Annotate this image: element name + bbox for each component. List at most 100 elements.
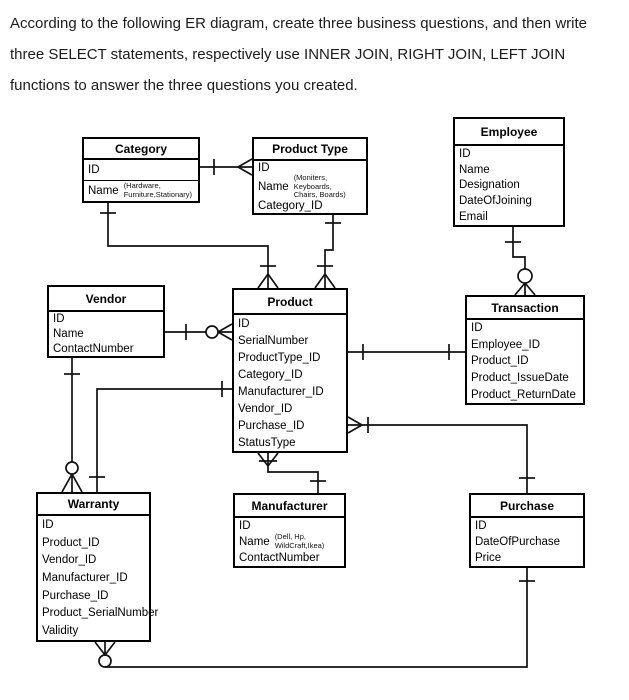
field-SerialNumber: SerialNumber bbox=[234, 332, 346, 349]
field-Email: Email bbox=[455, 209, 563, 225]
field-Employee_ID: Employee_ID bbox=[467, 337, 583, 354]
connector-category-producttype bbox=[200, 158, 253, 176]
field-name: Name bbox=[258, 181, 289, 193]
connector-category-product bbox=[100, 203, 279, 289]
field-Name: Name (Moniters, Keyboards, Chairs, Boards… bbox=[254, 173, 366, 200]
entity-title-purchase: Purchase bbox=[471, 495, 583, 518]
field-name: ID bbox=[53, 313, 65, 326]
field-Name: Name (Hardware, Furniture,Stationary) bbox=[84, 181, 198, 201]
field-name: Employee_ID bbox=[471, 338, 541, 351]
field-ID: ID bbox=[254, 161, 366, 174]
connector-producttype-product bbox=[314, 215, 341, 289]
field-Manufacturer_ID: Manufacturer_ID bbox=[234, 383, 346, 400]
entity-title-product: Product bbox=[234, 290, 346, 315]
field-Product_ID: Product_ID bbox=[38, 534, 149, 552]
connector-purchase-warranty bbox=[94, 568, 535, 668]
field-name: Name bbox=[88, 185, 119, 197]
field-name: Validity bbox=[42, 625, 79, 638]
field-name: ID bbox=[42, 518, 54, 531]
field-name: ContactNumber bbox=[239, 552, 320, 565]
field-ID: ID bbox=[235, 518, 344, 533]
connector-employee-transaction bbox=[505, 227, 536, 296]
field-ContactNumber: ContactNumber bbox=[49, 341, 163, 356]
entity-fields: ID Employee_ID Product_ID Product_IssueDate… bbox=[467, 320, 583, 403]
field-Category_ID: Category_ID bbox=[254, 200, 366, 213]
field-note: (Moniters, Keyboards, Chairs, Boards) bbox=[293, 173, 346, 200]
connector-manufacturer-product bbox=[257, 452, 326, 493]
field-name: Product_ReturnDate bbox=[471, 388, 576, 401]
field-Purchase_ID: Purchase_ID bbox=[38, 587, 149, 605]
field-ID: ID bbox=[38, 516, 149, 534]
field-note: (Hardware, Furniture,Stationary) bbox=[123, 181, 193, 199]
field-Manufacturer_ID: Manufacturer_ID bbox=[38, 569, 149, 587]
field-name: Product_ID bbox=[471, 355, 529, 368]
field-Product_ReturnDate: Product_ReturnDate bbox=[467, 386, 583, 403]
field-name: Name bbox=[239, 536, 270, 548]
field-Product_SerialNumber: Product_SerialNumber bbox=[38, 605, 158, 623]
field-StatusType: StatusType bbox=[234, 434, 346, 451]
field-ContactNumber: ContactNumber bbox=[235, 551, 344, 566]
field-ID: ID bbox=[49, 312, 163, 327]
field-name: ID bbox=[471, 322, 483, 335]
field-name: ID bbox=[258, 161, 270, 174]
field-Designation: Designation bbox=[455, 178, 563, 194]
field-name: DateOfPurchase bbox=[475, 536, 561, 548]
field-DateOfJoining: DateOfJoining bbox=[455, 193, 563, 209]
field-note: (Dell, Hp, WildCraft,Ikea) bbox=[274, 532, 325, 550]
connector-product-warranty bbox=[89, 381, 232, 492]
field-name: Name bbox=[53, 328, 84, 340]
assignment-instruction-text: According to the following ER diagram, c… bbox=[10, 15, 587, 94]
field-Price: Price bbox=[471, 550, 583, 566]
field-ID: ID bbox=[471, 518, 583, 534]
field-Purchase_ID: Purchase_ID bbox=[234, 417, 346, 434]
field-name: Vendor_ID bbox=[238, 402, 293, 415]
field-name: StatusType bbox=[238, 436, 296, 449]
field-ID: ID bbox=[84, 160, 198, 181]
field-ID: ID bbox=[467, 320, 583, 337]
field-Product_ID: Product_ID bbox=[467, 353, 583, 370]
field-Vendor_ID: Vendor_ID bbox=[234, 400, 346, 417]
field-name: ID bbox=[475, 520, 487, 532]
field-name: Email bbox=[459, 211, 488, 224]
entity-title-employee: Employee bbox=[455, 119, 563, 146]
field-Name: Name (Dell, Hp, WildCraft,Ikea) bbox=[235, 532, 344, 550]
field-name: Manufacturer_ID bbox=[238, 385, 324, 398]
connector-purchase-product bbox=[347, 416, 535, 493]
field-DateOfPurchase: DateOfPurchase bbox=[471, 534, 583, 550]
entity-title-transaction: Transaction bbox=[467, 297, 583, 320]
field-name: ID bbox=[459, 147, 471, 160]
field-name: Purchase_ID bbox=[238, 419, 305, 432]
field-name: SerialNumber bbox=[238, 334, 309, 347]
connector-product-transaction bbox=[348, 344, 465, 360]
field-name: Manufacturer_ID bbox=[42, 572, 128, 585]
field-ID: ID bbox=[234, 315, 346, 332]
field-ID: ID bbox=[455, 146, 563, 162]
connector-vendor-warranty bbox=[61, 358, 83, 493]
field-name: Name bbox=[459, 163, 490, 176]
field-name: Category_ID bbox=[258, 200, 323, 213]
field-name: ID bbox=[239, 519, 251, 532]
entity-title-vendor: Vendor bbox=[49, 287, 163, 312]
field-name: Purchase_ID bbox=[42, 589, 109, 602]
field-Vendor_ID: Vendor_ID bbox=[38, 551, 149, 569]
entity-fields: ID Name (Hardware, Furniture,Stationary) bbox=[84, 160, 198, 201]
field-ProductType_ID: ProductType_ID bbox=[234, 349, 346, 366]
field-name: ProductType_ID bbox=[238, 351, 321, 364]
entity-fields: ID Name (Moniters, Keyboards, Chairs, Boar… bbox=[254, 161, 366, 213]
field-Validity: Validity bbox=[38, 622, 149, 640]
entity-title-category: Category bbox=[84, 139, 198, 160]
field-Product_IssueDate: Product_IssueDate bbox=[467, 370, 583, 387]
